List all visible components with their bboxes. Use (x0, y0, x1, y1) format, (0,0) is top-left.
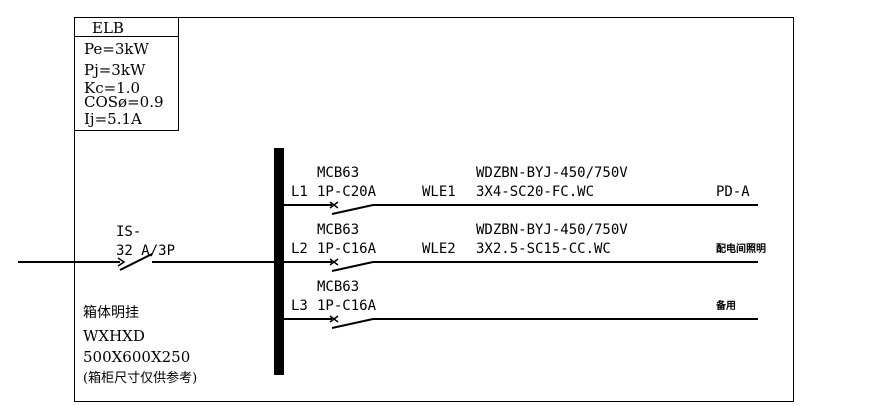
circuit-destination: 备用 (715, 299, 736, 312)
load-box-line: Ij=5.1A (84, 110, 142, 128)
breaker-rating: 1P-C16A (317, 241, 377, 257)
load-box-line: Pj=3kW (84, 61, 146, 79)
circuit-destination: 配电间照明 (716, 242, 766, 255)
circuit-id: WLE1 (422, 184, 456, 200)
diagram-border (74, 17, 794, 402)
cable-spec: 3X4-SC20-FC.WC (476, 184, 594, 200)
phase-label: L1 (291, 184, 308, 200)
load-box-line: COSø=0.9 (84, 93, 164, 111)
cabinet-size: 500X600X250 (83, 348, 190, 366)
cabinet-mounting: 箱体明挂 (83, 305, 139, 321)
circuit-destination: PD-A (716, 184, 750, 200)
circuit-l2: L2 MCB63 1P-C16A WLE2 WDZBN-BYJ-450/750V… (279, 222, 766, 272)
breaker-model: MCB63 (317, 222, 359, 238)
breaker-model: MCB63 (317, 279, 359, 295)
cabinet-note: (箱柜尺寸仅供参考) (83, 370, 197, 386)
circuit-id: WLE2 (422, 241, 456, 257)
circuit-l3: L3 MCB63 1P-C16A 备用 (279, 279, 758, 329)
incoming-switch-type: IS- (116, 224, 141, 240)
cabinet-info: 箱体明挂 WXHXD 500X600X250 (箱柜尺寸仅供参考) (83, 305, 197, 386)
phase-label: L3 (291, 298, 308, 314)
incoming-feeder: IS- 32 A/3P (18, 224, 279, 271)
load-box-line: Kc=1.0 (84, 79, 140, 97)
phase-label: L2 (291, 241, 308, 257)
breaker-rating: 1P-C20A (317, 184, 377, 200)
breaker-model: MCB63 (317, 165, 359, 181)
load-box-title: ELB (92, 19, 124, 37)
incoming-switch-rating: 32 A/3P (116, 243, 175, 259)
load-data-box: ELB Pe=3kW Pj=3kW Kc=1.0 COSø=0.9 Ij=5.1… (74, 17, 179, 131)
cable-type: WDZBN-BYJ-450/750V (476, 222, 628, 238)
cable-spec: 3X2.5-SC15-CC.WC (476, 241, 611, 257)
cable-type: WDZBN-BYJ-450/750V (476, 165, 628, 181)
breaker-rating: 1P-C16A (317, 298, 377, 314)
load-box-line: Pe=3kW (84, 40, 149, 58)
circuit-l1: L1 MCB63 1P-C20A WLE1 WDZBN-BYJ-450/750V… (279, 165, 758, 215)
cabinet-model: WXHXD (83, 327, 145, 345)
